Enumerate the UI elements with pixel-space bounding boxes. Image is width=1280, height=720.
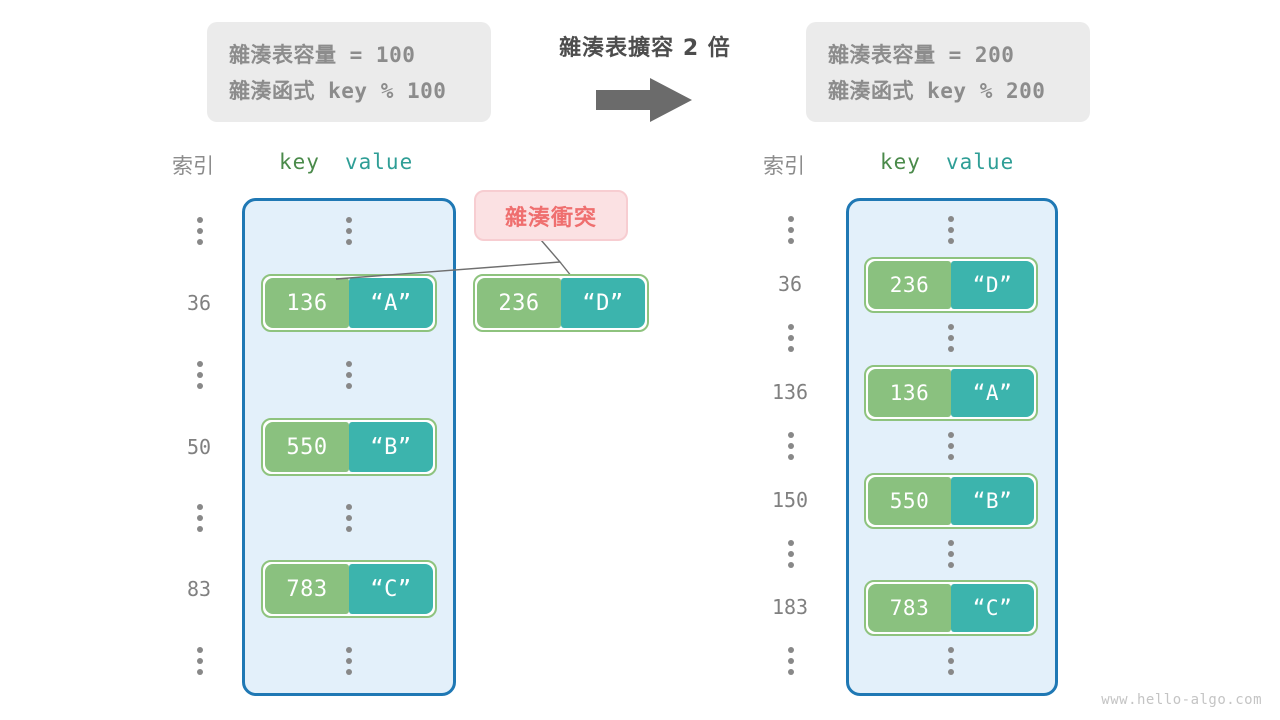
collision-entry-value: “D”: [561, 278, 645, 328]
right-info-box: 雜湊表容量 = 200 雜湊函式 key % 200: [806, 22, 1090, 122]
right-row-ellipsis-1: [948, 324, 954, 352]
left-entry-83-key: 783: [265, 564, 349, 614]
left-index-50: 50: [186, 435, 212, 459]
collision-entry-key: 236: [477, 278, 561, 328]
left-index-ellipsis-2: [197, 504, 203, 532]
right-index-36: 36: [777, 272, 803, 296]
left-entry-83-value: “C”: [349, 564, 433, 614]
left-info-box: 雜湊表容量 = 100 雜湊函式 key % 100: [207, 22, 491, 122]
right-capacity-line: 雜湊表容量 = 200: [828, 43, 1015, 67]
right-index-150: 150: [771, 488, 809, 512]
right-entry-136-key: 136: [868, 369, 951, 417]
right-hash-function-line: 雜湊函式 key % 200: [828, 79, 1046, 103]
right-entry-36-key: 236: [868, 261, 951, 309]
left-entry-50-key: 550: [265, 422, 349, 472]
collision-badge: 雜湊衝突: [474, 190, 628, 241]
right-entry-36: 236 “D”: [864, 257, 1038, 313]
right-index-ellipsis-0: [788, 216, 794, 244]
left-row-ellipsis-1: [346, 361, 352, 389]
right-entry-136: 136 “A”: [864, 365, 1038, 421]
right-value-header: value: [946, 150, 1015, 174]
left-row-ellipsis-0: [346, 217, 352, 245]
right-index-header: 索引: [763, 154, 805, 178]
right-entry-183-value: “C”: [951, 584, 1034, 632]
right-entry-136-value: “A”: [951, 369, 1034, 417]
site-watermark: www.hello-algo.com: [1101, 692, 1262, 708]
right-row-ellipsis-3: [948, 540, 954, 568]
right-arrow-icon: [596, 78, 692, 122]
right-row-ellipsis-0: [948, 216, 954, 244]
right-entry-150-key: 550: [868, 477, 951, 525]
right-index-ellipsis-1: [788, 324, 794, 352]
right-index-136: 136: [771, 380, 809, 404]
collision-entry: 236 “D”: [473, 274, 649, 332]
left-entry-50: 550 “B”: [261, 418, 437, 476]
left-value-header: value: [345, 150, 414, 174]
left-hash-function-line: 雜湊函式 key % 100: [229, 79, 447, 103]
left-index-36: 36: [186, 291, 212, 315]
right-index-ellipsis-2: [788, 432, 794, 460]
left-entry-50-value: “B”: [349, 422, 433, 472]
left-row-ellipsis-2: [346, 504, 352, 532]
left-capacity-line: 雜湊表容量 = 100: [229, 43, 416, 67]
expansion-title: 雜湊表擴容 2 倍: [559, 36, 731, 61]
right-index-183: 183: [771, 595, 809, 619]
left-entry-36-key: 136: [265, 278, 349, 328]
right-key-header: key: [880, 150, 921, 174]
right-entry-36-value: “D”: [951, 261, 1034, 309]
left-index-header: 索引: [172, 154, 214, 178]
right-index-ellipsis-4: [788, 647, 794, 675]
right-entry-150: 550 “B”: [864, 473, 1038, 529]
left-index-ellipsis-3: [197, 647, 203, 675]
right-index-ellipsis-3: [788, 540, 794, 568]
right-row-ellipsis-2: [948, 432, 954, 460]
right-entry-183: 783 “C”: [864, 580, 1038, 636]
left-entry-36: 136 “A”: [261, 274, 437, 332]
left-index-ellipsis-1: [197, 361, 203, 389]
left-index-83: 83: [186, 577, 212, 601]
right-row-ellipsis-4: [948, 647, 954, 675]
left-key-header: key: [279, 150, 320, 174]
right-entry-183-key: 783: [868, 584, 951, 632]
left-entry-36-value: “A”: [349, 278, 433, 328]
left-row-ellipsis-3: [346, 647, 352, 675]
right-entry-150-value: “B”: [951, 477, 1034, 525]
left-index-ellipsis-0: [197, 217, 203, 245]
left-entry-83: 783 “C”: [261, 560, 437, 618]
